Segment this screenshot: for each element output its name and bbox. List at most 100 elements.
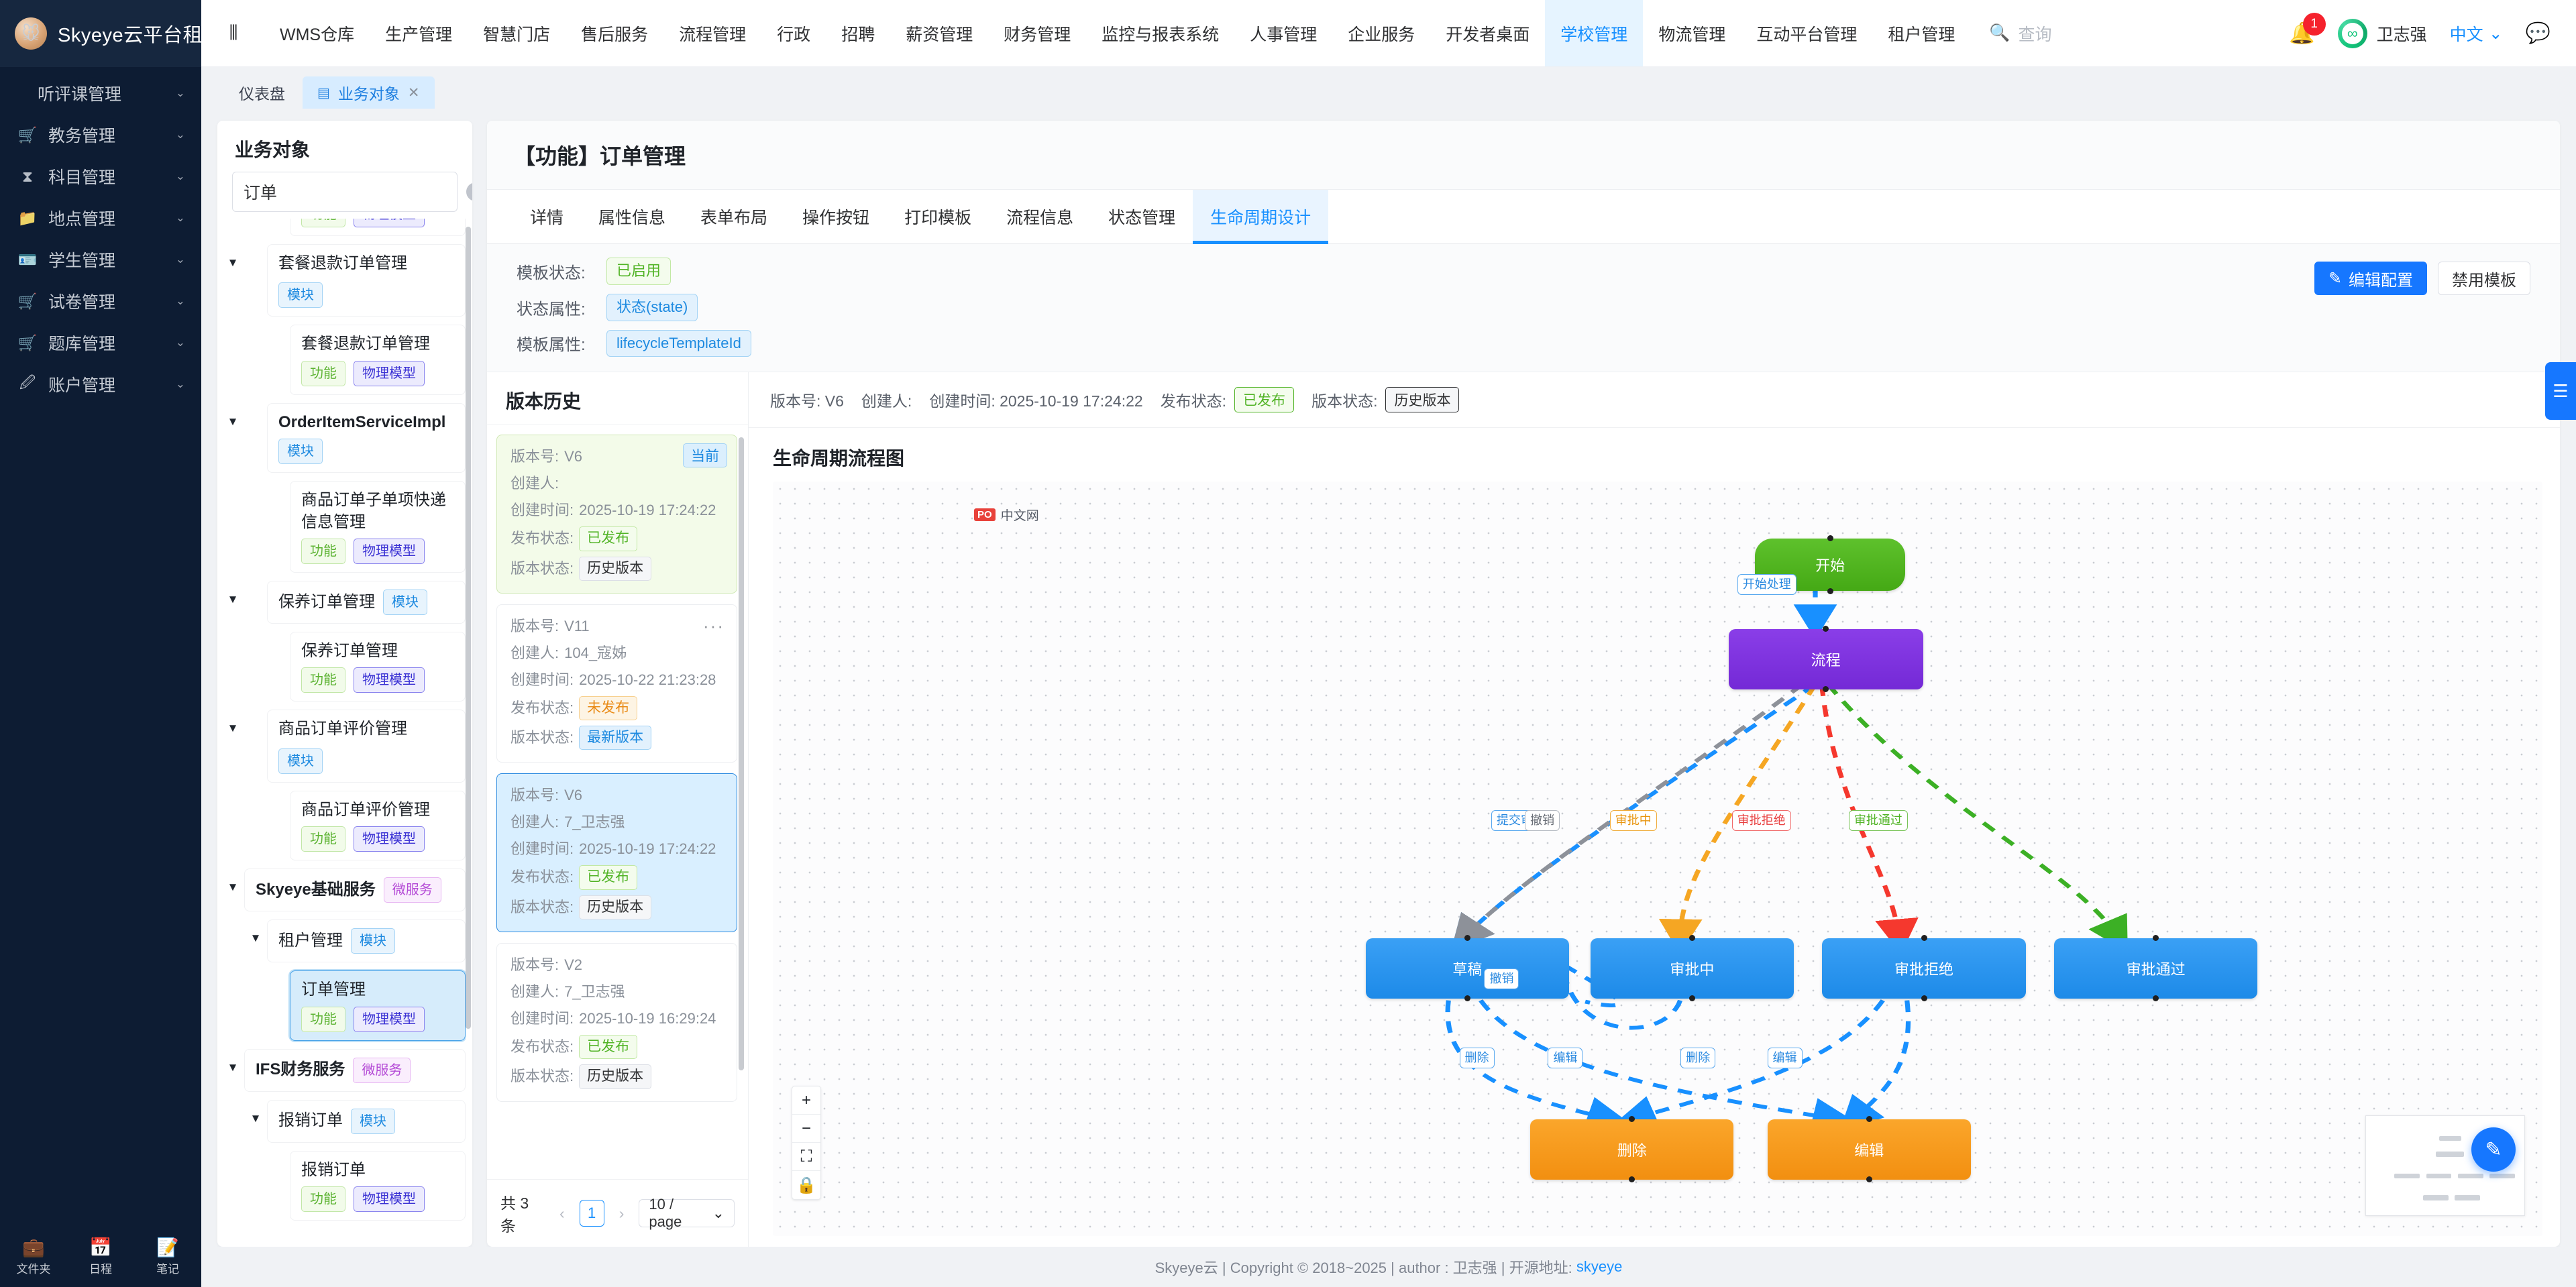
tree-node-card[interactable]: 报销订单 模块 — [267, 1099, 466, 1143]
nav-item-hr[interactable]: 人事管理 — [1250, 25, 1318, 44]
edge-label-revoke-top[interactable]: 撤销 — [1525, 809, 1560, 831]
tree-search-box[interactable]: ✕ — [232, 172, 472, 212]
tab-print-template[interactable]: 打印模板 — [904, 209, 972, 227]
tab-form-layout[interactable]: 表单布局 — [700, 209, 768, 227]
version-card-v11[interactable]: ··· 版本号:V11 创建人:104_寇姊 创建时间:2025-10-22 2… — [496, 604, 737, 763]
caret-down-icon[interactable]: ▼ — [250, 932, 262, 945]
flow-node-start[interactable]: 开始 — [1755, 535, 1906, 594]
caret-down-icon[interactable]: ▼ — [227, 592, 239, 606]
nav-item-aftersale[interactable]: 售后服务 — [581, 25, 649, 44]
tab-dashboard[interactable]: 仪表盘 — [224, 76, 300, 109]
sidebar-item-didian[interactable]: 📁 地点管理 ⌄ — [0, 197, 201, 239]
tab-attributes[interactable]: 属性信息 — [598, 209, 666, 227]
tab-action-buttons[interactable]: 操作按钮 — [802, 209, 870, 227]
brand-header[interactable]: 🐭 Skyeye云平台租户 — [0, 0, 222, 67]
tree-node-card[interactable]: 保养订单管理 模块 — [267, 580, 466, 624]
disable-template-button[interactable]: 禁用模板 — [2438, 262, 2530, 295]
tree-node-card[interactable]: 租户管理 模块 — [267, 919, 466, 963]
panel-toggle-icon[interactable]: ☰ — [2545, 362, 2576, 420]
flow-node-delete[interactable]: 删除 — [1530, 1116, 1734, 1183]
sidebar-item-kemu[interactable]: ⧗ 科目管理 ⌄ — [0, 156, 201, 197]
chat-bubble-icon[interactable]: 💬 — [2525, 22, 2551, 44]
pencil-fab-icon[interactable]: ✎ — [2471, 1127, 2516, 1172]
tree-node-card[interactable]: 功能 物理模型 — [290, 219, 466, 236]
more-dots-icon[interactable]: ··· — [703, 615, 724, 636]
nav-item-school[interactable]: 学校管理 — [1545, 0, 1644, 66]
pagination-page-1[interactable]: 1 — [579, 1200, 604, 1227]
edge-label-edit-rejected[interactable]: 编辑 — [1767, 1047, 1803, 1069]
nav-item-prod[interactable]: 生产管理 — [385, 25, 453, 44]
notification-bell[interactable]: 🔔 1 — [2289, 13, 2326, 46]
nav-item-monitor[interactable]: 监控与报表系统 — [1102, 25, 1220, 44]
edit-config-button[interactable]: ✎ 编辑配置 — [2314, 262, 2427, 295]
pagination-page-size[interactable]: 10 / page ⌄ — [639, 1196, 735, 1230]
edge-label-delete-rejected[interactable]: 删除 — [1680, 1047, 1716, 1069]
flow-node-approving[interactable]: 审批中 — [1590, 935, 1794, 1002]
sidebar-item-tiku[interactable]: 🛒 题库管理 ⌄ — [0, 322, 201, 363]
tab-detail[interactable]: 详情 — [530, 209, 564, 227]
version-card-v2[interactable]: 版本号:V2 创建人:7_卫志强 创建时间:2025-10-19 16:29:2… — [496, 943, 737, 1102]
sidebar-bottom-calendar[interactable]: 📅 日程 — [74, 1239, 127, 1276]
user-menu[interactable]: ∞ 卫志强 — [2337, 18, 2427, 48]
nav-item-admin[interactable]: 行政 — [777, 25, 811, 44]
edge-label-start-process[interactable]: 开始处理 — [1737, 573, 1796, 595]
tab-process-info[interactable]: 流程信息 — [1006, 209, 1074, 227]
caret-down-icon[interactable]: ▼ — [227, 722, 239, 735]
tree-search-input[interactable] — [244, 182, 460, 202]
pagination-next[interactable]: › — [619, 1204, 625, 1222]
tree-node-card[interactable]: 套餐退款订单管理 功能 物理模型 — [290, 325, 466, 395]
nav-item-salary[interactable]: 薪资管理 — [906, 25, 973, 44]
tree-node-card[interactable]: IFS财务服务 微服务 — [244, 1048, 466, 1092]
tree-node-card[interactable]: OrderItemServiceImpl 模块 — [267, 402, 466, 473]
clear-circle-icon[interactable]: ✕ — [466, 182, 472, 201]
flow-node-process[interactable]: 流程 — [1728, 626, 1923, 693]
sidebar-item-zhanghu[interactable]: 🖉 账户管理 ⌄ — [0, 363, 201, 405]
sidebar-bottom-files[interactable]: 💼 文件夹 — [7, 1239, 60, 1276]
version-card-v6-selected[interactable]: 版本号:V6 创建人:7_卫志强 创建时间:2025-10-19 17:24:2… — [496, 773, 737, 933]
tree-node-card[interactable]: 商品订单评价管理 功能 物理模型 — [290, 790, 466, 861]
edge-label-rejected[interactable]: 审批拒绝 — [1731, 809, 1791, 831]
tab-state-management[interactable]: 状态管理 — [1108, 209, 1176, 227]
tree-node-card[interactable]: 保养订单管理 功能 物理模型 — [290, 631, 466, 702]
nav-item-tenant[interactable]: 租户管理 — [1888, 25, 1955, 44]
edge-label-revoke[interactable]: 撤销 — [1484, 968, 1519, 989]
sidebar-bottom-notes[interactable]: 📝 笔记 — [141, 1239, 195, 1276]
tree-node-card[interactable]: 报销订单 功能 物理模型 — [290, 1150, 466, 1221]
tree-node-card[interactable]: 商品订单评价管理 模块 — [267, 710, 466, 783]
flow-node-draft[interactable]: 草稿 — [1365, 935, 1570, 1002]
tree-node-card[interactable]: Skyeye基础服务 微服务 — [244, 869, 466, 912]
nav-item-finance[interactable]: 财务管理 — [1004, 25, 1071, 44]
nav-item-store[interactable]: 智慧门店 — [483, 25, 551, 44]
edge-label-delete-draft[interactable]: 删除 — [1459, 1047, 1495, 1069]
flow-node-rejected[interactable]: 审批拒绝 — [1822, 935, 2026, 1002]
nav-item-recruit[interactable]: 招聘 — [841, 25, 875, 44]
sidebar-item-tingpingke[interactable]: 听评课管理 ⌄ — [0, 72, 201, 114]
tab-business-object[interactable]: ▤ 业务对象 ✕ — [303, 76, 435, 109]
caret-down-icon[interactable]: ▼ — [250, 1111, 262, 1125]
nav-item-interactive[interactable]: 互动平台管理 — [1756, 25, 1858, 44]
sidebar-item-shijuan[interactable]: 🛒 试卷管理 ⌄ — [0, 280, 201, 322]
nav-item-wms[interactable]: WMS仓库 — [280, 25, 355, 44]
caret-down-icon[interactable]: ▼ — [227, 256, 239, 269]
sidebar-item-jiaowu[interactable]: 🛒 教务管理 ⌄ — [0, 114, 201, 156]
zoom-out-icon[interactable]: − — [792, 1115, 820, 1143]
fit-view-icon[interactable]: ⛶ — [792, 1143, 820, 1171]
nav-item-logistics[interactable]: 物流管理 — [1658, 25, 1726, 44]
caret-down-icon[interactable]: ▼ — [227, 881, 239, 894]
pagination-prev[interactable]: ‹ — [559, 1204, 565, 1222]
tab-lifecycle-design[interactable]: 生命周期设计 — [1193, 190, 1329, 244]
version-list-scrollbar[interactable] — [739, 437, 744, 1071]
nav-item-process[interactable]: 流程管理 — [679, 25, 747, 44]
zoom-in-icon[interactable]: + — [792, 1086, 820, 1115]
lock-icon[interactable]: 🔒 — [796, 1176, 816, 1194]
tree-node-card[interactable]: 套餐退款订单管理 模块 — [267, 244, 466, 317]
edge-label-edit-draft[interactable]: 编辑 — [1548, 1047, 1583, 1069]
tree-node-card-selected[interactable]: 订单管理 功能 物理模型 — [290, 970, 466, 1041]
tree-node-card[interactable]: 商品订单子单项快递信息管理 功能 物理模型 — [290, 481, 466, 573]
edge-label-approved[interactable]: 审批通过 — [1848, 809, 1908, 831]
lifecycle-flow-canvas[interactable]: PO 中文网 开始 流程 — [773, 482, 2542, 1236]
caret-down-icon[interactable]: ▼ — [227, 414, 239, 428]
edge-label-approving[interactable]: 审批中 — [1609, 809, 1657, 831]
nav-item-devdesk[interactable]: 开发者桌面 — [1446, 25, 1530, 44]
version-card-current[interactable]: 当前 版本号:V6 创建人: 创建时间:2025-10-19 17:24:22 … — [496, 435, 737, 594]
